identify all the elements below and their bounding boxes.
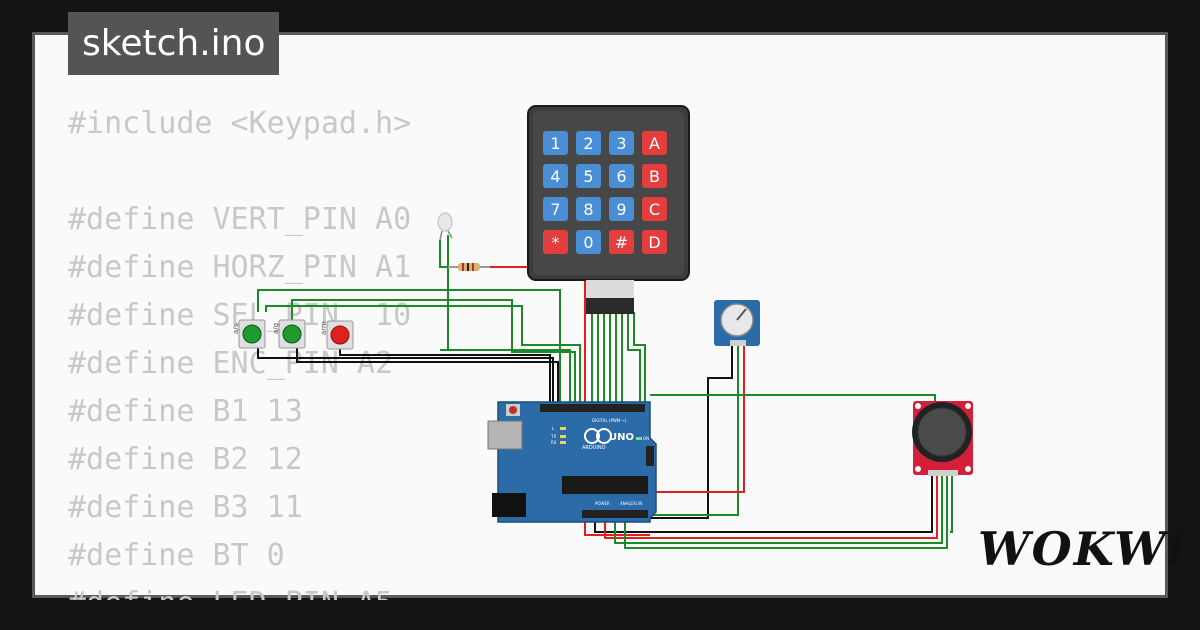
keypad-key-8[interactable]: 8 (576, 197, 601, 221)
board-brand: ARDUINO (582, 445, 606, 451)
keypad-key-1[interactable]: 1 (543, 131, 568, 155)
wire-black[interactable] (598, 345, 733, 519)
led-label: RX (551, 440, 557, 445)
wire-red[interactable] (604, 475, 938, 539)
keypad-key-label: 5 (583, 167, 593, 186)
file-tab[interactable]: sketch.ino (68, 12, 280, 75)
code-line: #define B1 13 (68, 394, 303, 429)
led-label: ON (643, 436, 649, 441)
wire-green[interactable] (257, 289, 561, 405)
joystick[interactable] (912, 401, 973, 476)
wokwi-logo: WOKWi (978, 522, 1186, 576)
led-label: TX (550, 434, 556, 439)
keypad-key-label: # (615, 233, 628, 252)
code-line: #define LED_PIN A5 (68, 580, 411, 600)
keypad-key-B[interactable]: B (642, 164, 667, 188)
code-line: #define ENC_PIN A2 (68, 346, 394, 381)
wire-black[interactable] (594, 475, 933, 533)
wire-green[interactable] (627, 312, 641, 405)
code-line: #define VERT_PIN A0 (68, 202, 412, 237)
wire-green[interactable] (614, 475, 943, 544)
pushbutton-2[interactable]: a/g (272, 319, 306, 349)
pushbutton-3[interactable]: arm (320, 320, 354, 350)
keypad-key-label: 2 (583, 134, 593, 153)
code-line: #define BT 0 (68, 538, 285, 573)
button-label: a/s (232, 323, 240, 334)
keypad-key-9[interactable]: 9 (609, 197, 634, 221)
wire-black[interactable] (339, 348, 551, 405)
led-label: L (552, 426, 555, 431)
wire-green[interactable] (440, 349, 571, 405)
keypad-key-C[interactable]: C (642, 197, 667, 221)
code-line: #define HORZ_PIN A1 (68, 250, 412, 285)
wire-green[interactable] (633, 312, 646, 405)
keypad-key-label: 9 (616, 200, 626, 219)
wire-green[interactable] (440, 235, 449, 351)
potentiometer[interactable] (714, 300, 760, 346)
button-label: arm (320, 321, 328, 335)
code-line: #define B3 11 (68, 490, 303, 525)
button-label: a/g (272, 323, 280, 334)
resistor[interactable] (448, 263, 490, 271)
code-line: #define SEL_PIN 10 (68, 298, 412, 333)
keypad-key-label: 7 (550, 200, 560, 219)
wire-green[interactable] (950, 475, 953, 533)
keypad-key-label: D (648, 233, 660, 252)
keypad-key-label: A (649, 134, 660, 153)
keypad-key-label: 8 (583, 200, 593, 219)
wire-green[interactable] (265, 305, 581, 405)
keypad-key-label: * (552, 233, 560, 252)
keypad-key-4[interactable]: 4 (543, 164, 568, 188)
wire-green[interactable] (291, 299, 576, 405)
keypad-key-7[interactable]: 7 (543, 197, 568, 221)
power-label: POWER (595, 501, 610, 506)
keypad-key-D[interactable]: D (642, 230, 667, 254)
analog-label: ANALOG IN (620, 501, 642, 506)
keypad-key-5[interactable]: 5 (576, 164, 601, 188)
wires (257, 235, 953, 549)
wire-green[interactable] (620, 345, 739, 516)
keypad-key-6[interactable]: 6 (609, 164, 634, 188)
pushbutton-1[interactable]: a/s (232, 319, 266, 349)
file-tab-title: sketch.ino (82, 23, 266, 64)
board-model: UNO (609, 432, 634, 443)
keypad-key-label: 4 (550, 167, 560, 186)
code-editor[interactable]: #include <Keypad.h> #define VERT_PIN A0 #d… (68, 100, 411, 600)
code-line: #include <Keypad.h> (68, 106, 412, 141)
digital-label: DIGITAL (PWM ~) (592, 418, 627, 423)
keypad-key-3[interactable]: 3 (609, 131, 634, 155)
keypad-key-label: 6 (616, 167, 626, 186)
wire-black[interactable] (257, 348, 554, 405)
arduino-uno[interactable]: UNO ARDUINO DIGITAL (PWM ~) POWER ANALOG… (487, 401, 657, 523)
logo-text: WOKWi (978, 522, 1187, 576)
keypad-key-label: 0 (583, 233, 593, 252)
keypad-key-label: C (649, 200, 660, 219)
code-line: #define B2 12 (68, 442, 303, 477)
keypad-key-hash[interactable]: # (609, 230, 634, 254)
keypad-key-0[interactable]: 0 (576, 230, 601, 254)
wire-green[interactable] (624, 475, 948, 549)
wire-red[interactable] (650, 345, 745, 493)
keypad[interactable]: 1 2 3 A 4 5 6 B 7 8 9 C * 0 # D (527, 105, 690, 314)
keypad-key-2[interactable]: 2 (576, 131, 601, 155)
keypad-key-label: 1 (550, 134, 560, 153)
wire-black[interactable] (296, 348, 559, 405)
keypad-key-A[interactable]: A (642, 131, 667, 155)
wire-green[interactable] (650, 394, 936, 402)
keypad-key-label: B (649, 167, 660, 186)
led[interactable] (437, 212, 453, 241)
keypad-key-label: 3 (616, 134, 626, 153)
keypad-key-star[interactable]: * (543, 230, 568, 254)
